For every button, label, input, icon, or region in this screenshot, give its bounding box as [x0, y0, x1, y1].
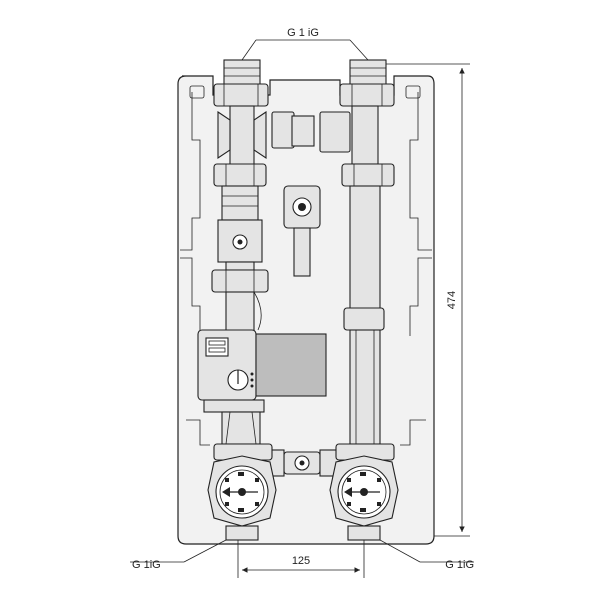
pump-upper-union-nut — [211, 269, 269, 293]
right-return-pipe — [349, 185, 381, 317]
center-bypass-valve — [291, 115, 315, 147]
left-ball-valve-handle — [217, 110, 231, 160]
width-dimension-label: 125 — [292, 555, 310, 567]
left-thermometer-valve — [207, 443, 277, 541]
bottom-left-connection-label: G 1iG — [132, 559, 161, 571]
left-top-union-nut — [213, 83, 269, 107]
bottom-right-leader: G 1iG — [379, 539, 474, 571]
center-bypass — [263, 111, 351, 477]
right-top-connector — [349, 59, 387, 87]
bottom-right-connection-label: G 1iG — [445, 559, 474, 571]
left-top-connector — [223, 59, 261, 87]
pump-motor-block — [255, 333, 327, 397]
pump-label-plate — [205, 337, 229, 357]
top-connection-leader: G 1 iG — [241, 27, 369, 61]
left-mid-union-nut — [213, 163, 267, 187]
height-dimension: 474 — [386, 63, 470, 537]
left-supply-line — [211, 59, 269, 333]
right-return-line — [339, 59, 395, 445]
bottom-left-leader: G 1iG — [130, 539, 227, 571]
right-mid-union-nut — [341, 163, 395, 187]
right-top-union-nut — [339, 83, 395, 107]
top-connection-label: G 1 iG — [287, 27, 319, 39]
width-dimension: 125 — [237, 540, 365, 578]
left-check-valve — [221, 185, 259, 221]
circulation-pump — [197, 329, 327, 445]
height-dimension-label: 474 — [446, 291, 458, 309]
right-lower-union-nut — [343, 307, 385, 331]
right-thermometer-valve — [329, 443, 399, 541]
